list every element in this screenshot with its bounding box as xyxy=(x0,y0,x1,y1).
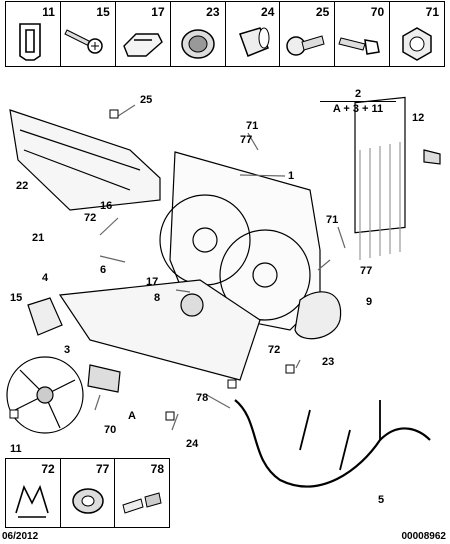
callout-25: 25 xyxy=(140,94,153,106)
fastener-legend-bottom: 72 77 78 xyxy=(5,458,170,528)
footer-code: 00008962 xyxy=(401,531,447,542)
grommet-icon xyxy=(180,29,215,59)
part-motor xyxy=(87,364,121,393)
callout-77: 77 xyxy=(360,265,373,277)
legend-cell-70: 70 xyxy=(335,2,391,66)
legend-cell-78: 78 xyxy=(115,459,169,527)
screw-icon xyxy=(64,29,103,54)
washer-icon xyxy=(71,488,104,514)
bolt-icon xyxy=(338,37,381,55)
legend-cell-24: 24 xyxy=(226,2,281,66)
fastener-legend-top: 11 15 17 23 24 25 xyxy=(5,1,445,67)
legend-ref: 77 xyxy=(95,462,110,476)
clip-icon xyxy=(19,23,41,61)
footer-date: 06/2012 xyxy=(2,531,39,542)
callout-12: 12 xyxy=(412,112,425,124)
legend-ref: 17 xyxy=(151,5,165,19)
legend-ref: 70 xyxy=(370,5,385,19)
callout-A: A xyxy=(128,410,136,422)
callout-70: 70 xyxy=(104,424,117,436)
legend-cell-72: 72 xyxy=(6,459,61,527)
legend-ref: 24 xyxy=(261,5,275,19)
callout-21: 21 xyxy=(32,232,45,244)
legend-ref: 72 xyxy=(41,462,55,476)
callout-15: 15 xyxy=(10,292,23,304)
callout-72: 72 xyxy=(84,212,97,224)
callout-78: 78 xyxy=(196,392,209,404)
connector-pin-icon xyxy=(122,492,162,514)
legend-ref: 71 xyxy=(425,5,439,19)
callout-17: 17 xyxy=(146,276,159,288)
legend-ref: 25 xyxy=(315,5,330,19)
callout-77: 77 xyxy=(240,134,253,146)
callout-9: 9 xyxy=(366,296,373,308)
part-5-harness xyxy=(234,399,431,488)
part-lower-deflector xyxy=(58,279,261,381)
nut-icon xyxy=(402,27,432,61)
part-9-hose xyxy=(294,291,342,340)
legend-cell-25: 25 xyxy=(280,2,336,66)
part-22-upper-duct xyxy=(9,109,161,211)
fan-ring-right xyxy=(219,229,311,321)
legend-cell-71: 71 xyxy=(390,2,444,66)
legend-ref: 78 xyxy=(150,462,165,476)
callout-5: 5 xyxy=(378,494,385,506)
assembly-formula: 2 A + 3 + 11 xyxy=(320,88,396,115)
callout-1: 1 xyxy=(288,170,295,182)
legend-cell-77: 77 xyxy=(61,459,116,527)
formula-top: 2 xyxy=(354,88,362,100)
part-4-bracket xyxy=(27,297,63,336)
callout-4: 4 xyxy=(42,272,49,284)
legend-ref: 15 xyxy=(96,5,110,19)
callout-23: 23 xyxy=(322,356,335,368)
callout-71: 71 xyxy=(326,214,339,226)
callout-22: 22 xyxy=(16,180,29,192)
legend-cell-23: 23 xyxy=(171,2,226,66)
callout-71: 71 xyxy=(246,120,259,132)
bracket-clip-icon xyxy=(122,33,163,57)
formula-bottom: A + 3 + 11 xyxy=(332,103,384,115)
legend-ref: 11 xyxy=(42,5,55,19)
callout-11: 11 xyxy=(10,443,22,455)
callout-3: 3 xyxy=(64,344,71,356)
formula-divider xyxy=(320,101,396,102)
spring-clip-icon xyxy=(15,484,49,518)
part-12-sensor xyxy=(423,149,441,165)
callout-16: 16 xyxy=(100,200,113,212)
legend-cell-11: 11 xyxy=(6,2,61,66)
callout-8: 8 xyxy=(154,292,161,304)
callout-72: 72 xyxy=(268,344,281,356)
legend-cell-17: 17 xyxy=(116,2,171,66)
push-rivet-icon xyxy=(286,35,325,56)
callout-24: 24 xyxy=(186,438,199,450)
legend-cell-15: 15 xyxy=(61,2,116,66)
legend-ref: 23 xyxy=(206,5,220,19)
sleeve-icon xyxy=(238,27,269,57)
callout-6: 6 xyxy=(100,264,107,276)
part-8-cap xyxy=(180,293,204,317)
